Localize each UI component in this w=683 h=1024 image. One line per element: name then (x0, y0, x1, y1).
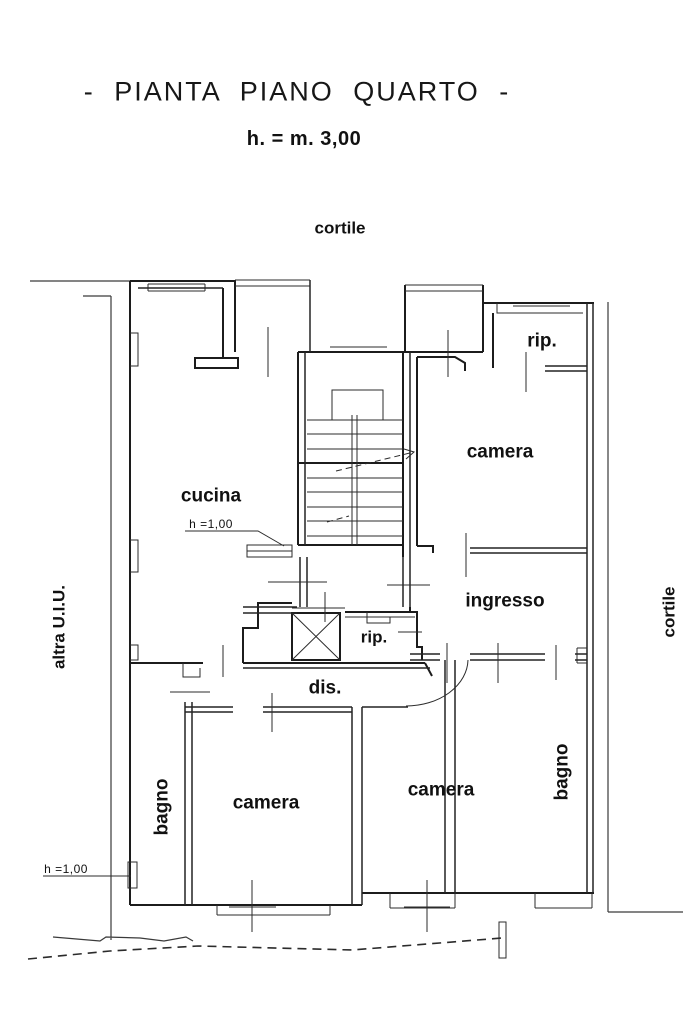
kitchen-low-wall (246, 544, 293, 558)
elevator (242, 602, 423, 663)
interior-walls (130, 287, 587, 905)
terrace-below-dashed-line (27, 937, 503, 960)
stairwell-walls (297, 352, 404, 557)
exterior-label-adjacent-unit: altra U.I.U. (49, 584, 69, 670)
terrace-bay-right (405, 284, 483, 292)
exterior-label-courtyard-right: cortile (659, 586, 679, 638)
outer-walls (127, 280, 594, 906)
opening-axis-ticks (170, 327, 557, 932)
room-label-rip-top-right: rip. (527, 330, 557, 352)
elevator-cab (291, 612, 341, 661)
kitchen-window-bay (147, 283, 206, 292)
annotation-low-wall-left: h =1,00 (44, 862, 88, 876)
room-label-dis: dis. (308, 677, 342, 699)
window-bays (147, 279, 593, 916)
annotation-low-wall-kitchen: h =1,00 (189, 517, 233, 531)
elevator-shaft-walls (242, 602, 423, 663)
left-wall-pilasters (130, 332, 139, 661)
terrace-post (498, 921, 507, 959)
context-boundary-lines (27, 280, 683, 960)
staircase (297, 352, 416, 557)
room-label-camera-bottom-left: camera (232, 792, 300, 814)
page-title: - PIANTA PIANO QUARTO - (83, 76, 511, 107)
right-wall-double (586, 303, 594, 893)
room-label-bagno-right: bagno (551, 743, 573, 801)
room-label-ingresso: ingresso (465, 590, 545, 612)
stair-direction-line (326, 451, 415, 523)
stairwell-walls-inner (304, 352, 411, 557)
door-swing-arc (405, 659, 469, 707)
interior-wall-lines (130, 288, 494, 677)
kitchen-bottom-jamb (182, 663, 201, 678)
room-label-rip-small: rip. (360, 627, 388, 647)
elevator-shaft-inner (292, 607, 415, 618)
room-label-camera-bottom-mid: camera (407, 779, 475, 801)
axis-tick-lines (170, 327, 557, 932)
property-boundary-lines (30, 280, 683, 942)
room-label-cucina: cucina (180, 485, 242, 507)
annotation-leaders (43, 530, 285, 877)
exterior-wall-lines (129, 280, 594, 906)
stair-stringer (351, 415, 358, 545)
room-label-camera-top-right: camera (466, 441, 534, 463)
exterior-label-courtyard-top: cortile (314, 218, 366, 238)
room-label-bagno-left: bagno (151, 778, 173, 836)
stair-direction-arrowhead (403, 448, 416, 460)
rip-small-notch (366, 612, 391, 624)
bottom-window-bay-mid (389, 893, 456, 909)
terrace-bay-center (235, 279, 310, 287)
rip-window-bay (496, 303, 583, 314)
low-wall-left-marker (127, 861, 138, 889)
page-subtitle: h. = m. 3,00 (246, 128, 362, 150)
bottom-window-bay-left (216, 905, 331, 916)
leader-low-wall-kitchen (185, 530, 285, 547)
bottom-window-bay-right (534, 893, 593, 909)
elevator-cross (291, 612, 341, 661)
stair-treads (307, 419, 403, 537)
